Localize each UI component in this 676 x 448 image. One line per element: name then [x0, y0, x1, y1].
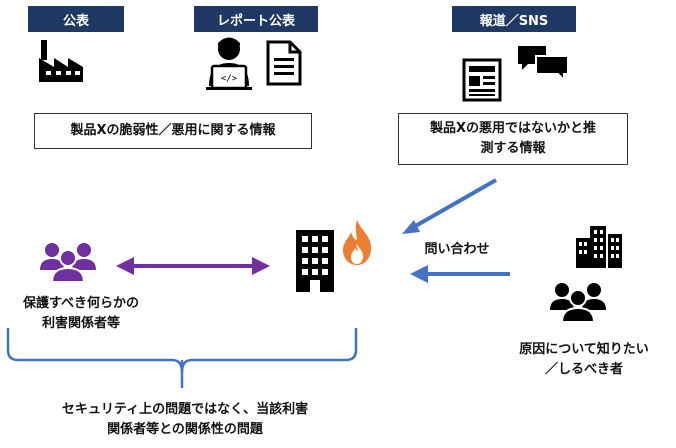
diagonal-arrow: [411, 178, 497, 230]
people-group-right-icon: [548, 280, 608, 322]
tag-news-sns: 報道／SNS: [452, 6, 576, 32]
newspaper-icon: [462, 58, 502, 102]
developer-icon: </>: [204, 36, 254, 90]
company-building-icon: [292, 228, 338, 292]
speculation-info-box: 製品Xの悪用ではないかと推 測する情報: [398, 113, 628, 165]
stakeholders-label: 保護すべき何らかの 利害関係者等: [22, 296, 140, 331]
fire-icon: [340, 218, 374, 266]
tag-public: 公表: [28, 6, 124, 32]
people-group-icon: [38, 240, 98, 282]
factory-icon: [38, 40, 84, 82]
city-buildings-icon: [574, 224, 624, 268]
document-icon: [266, 40, 302, 86]
vulnerability-info-box: 製品Xの脆弱性／悪用に関する情報: [34, 113, 312, 149]
inquiry-label: 問い合わせ: [424, 242, 490, 257]
curious-party-label: 原因について知りたい ／しるべき者: [519, 342, 649, 377]
tag-report: レポート公表: [194, 6, 318, 32]
chat-bubbles-icon: [516, 44, 570, 82]
conclusion-label: セキュリティ上の問題ではなく、当該利害 関係者等との関係性の問題: [61, 402, 309, 437]
svg-text:</>: </>: [221, 74, 238, 84]
